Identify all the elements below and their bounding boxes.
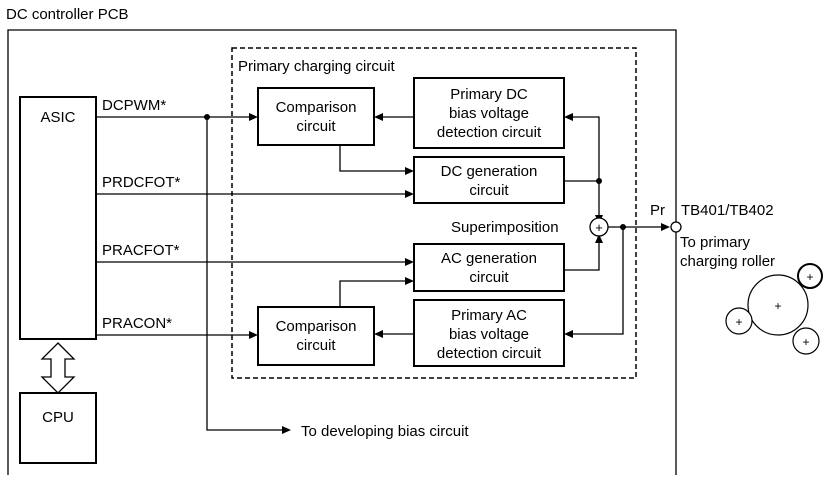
ac-generation-circuit xyxy=(413,243,565,292)
dc-generation-circuit xyxy=(413,156,565,204)
left-roller-plus: + xyxy=(735,315,742,329)
signal-pracon: PRACON* xyxy=(102,315,172,332)
primary-charging-label: Primary charging circuit xyxy=(238,58,396,75)
superimposition-plus: + xyxy=(595,220,603,235)
asic-block xyxy=(19,96,97,340)
left-roller xyxy=(725,307,753,335)
ac-gen-line2: circuit xyxy=(469,269,509,286)
primary-charging-region xyxy=(231,47,637,379)
comparison-top-line1: Comparison xyxy=(276,99,357,116)
dc-detection-circuit xyxy=(413,77,565,149)
to-roller-line1: To primary xyxy=(680,234,751,251)
ac-detect-line1: Primary AC xyxy=(451,307,527,324)
diagram-title: DC controller PCB xyxy=(6,6,129,23)
pcb-outline xyxy=(7,29,677,475)
terminal-label: TB401/TB402 xyxy=(681,202,774,219)
bottom-roller-plus: + xyxy=(802,335,809,349)
primary-charging-roller xyxy=(797,263,823,289)
dc-detect-line2: bias voltage xyxy=(449,105,529,122)
bottom-roller xyxy=(792,327,820,355)
ac-detect-line2: bias voltage xyxy=(449,326,529,343)
signal-pracfot: PRACFOT* xyxy=(102,242,180,259)
cpu-block xyxy=(19,392,97,464)
dc-detect-line3: detection circuit xyxy=(437,124,542,141)
to-roller-line2: charging roller xyxy=(680,253,775,270)
signal-prdcfot: PRDCFOT* xyxy=(102,174,180,191)
ac-gen-line1: AC generation xyxy=(441,250,537,267)
signal-dcpwm: DCPWM* xyxy=(102,97,166,114)
asic-cpu-bus-arrow xyxy=(40,342,76,394)
comparison-bottom-line1: Comparison xyxy=(276,318,357,335)
ac-detection-circuit xyxy=(413,299,565,367)
drum-plus: + xyxy=(774,299,781,313)
dc-gen-line2: circuit xyxy=(469,182,509,199)
cpu-label: CPU xyxy=(42,409,74,426)
comparison-top-line2: circuit xyxy=(296,118,336,135)
dc-detect-line1: Primary DC xyxy=(450,86,528,103)
ac-detect-line3: detection circuit xyxy=(437,345,542,362)
comparison-bottom-line2: circuit xyxy=(296,337,336,354)
to-developing-label: To developing bias circuit xyxy=(301,423,469,440)
photosensitive-drum xyxy=(747,274,809,336)
charging-roller-plus: + xyxy=(806,270,813,284)
terminal-pr xyxy=(670,221,682,233)
terminal-pr-label: Pr xyxy=(650,202,665,219)
asic-label: ASIC xyxy=(40,109,75,126)
dc-gen-line1: DC generation xyxy=(441,163,538,180)
comparison-circuit-bottom xyxy=(257,306,375,366)
comparison-circuit-top xyxy=(257,87,375,146)
superimposition-label: Superimposition xyxy=(451,219,559,236)
